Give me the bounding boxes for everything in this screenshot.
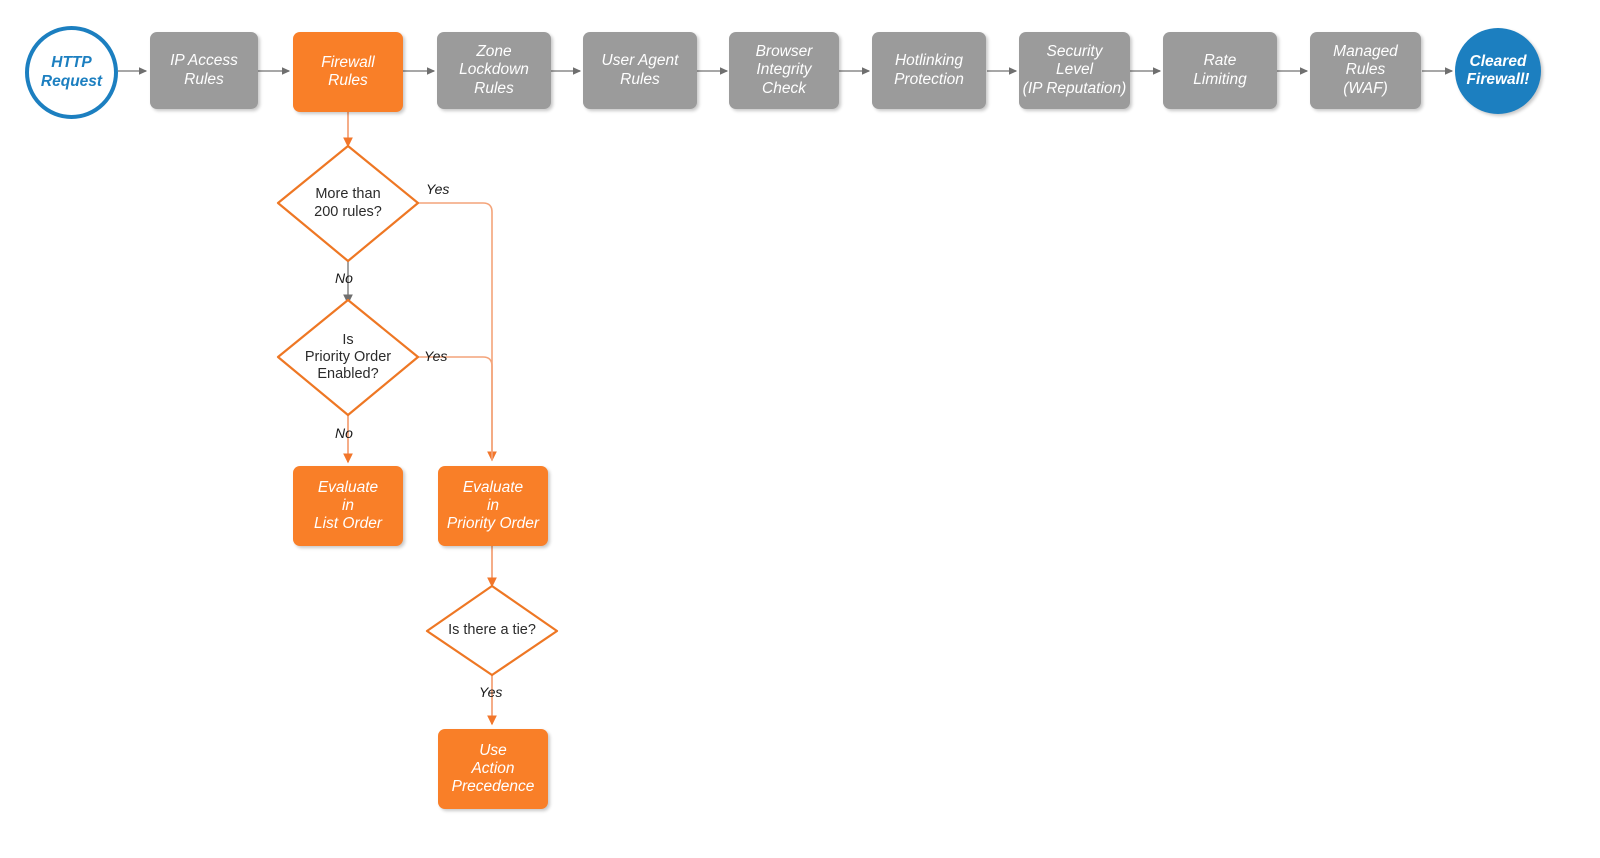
node-security-level[interactable]: Security Level (IP Reputation): [1019, 32, 1130, 109]
node-managed-rules-waf[interactable]: Managed Rules (WAF): [1310, 32, 1421, 109]
node-is-priority-order-enabled[interactable]: Is Priority Order Enabled?: [278, 300, 418, 415]
node-more-than-200-rules[interactable]: More than 200 rules?: [278, 146, 418, 261]
node-security-level-label: Security Level (IP Reputation): [1022, 43, 1127, 97]
edge-label-no-priority-order: No: [335, 425, 353, 441]
node-hotlinking-protection[interactable]: Hotlinking Protection: [872, 32, 986, 109]
node-zone-lockdown-rules[interactable]: Zone Lockdown Rules: [437, 32, 551, 109]
node-rate-limiting-label: Rate Limiting: [1193, 52, 1247, 88]
edge-priority-order-yes: [418, 356, 493, 460]
node-more-than-200-rules-label: More than 200 rules?: [314, 186, 382, 220]
node-is-there-a-tie[interactable]: Is there a tie?: [427, 586, 557, 675]
node-firewall-rules[interactable]: Firewall Rules: [293, 32, 403, 112]
node-use-action-precedence[interactable]: Use Action Precedence: [438, 729, 548, 809]
node-use-action-precedence-label: Use Action Precedence: [451, 741, 535, 796]
edge-label-yes-tie: Yes: [479, 684, 503, 700]
node-cleared-firewall[interactable]: Cleared Firewall!: [1455, 28, 1541, 114]
node-user-agent-rules[interactable]: User Agent Rules: [583, 32, 697, 109]
node-user-agent-rules-label: User Agent Rules: [601, 52, 679, 88]
edge-more-than-200-yes: [418, 202, 497, 462]
edge-label-yes-more-than-200: Yes: [426, 181, 450, 197]
node-http-request-label: HTTP Request: [40, 54, 103, 90]
node-ip-access-rules[interactable]: IP Access Rules: [150, 32, 258, 109]
node-rate-limiting[interactable]: Rate Limiting: [1163, 32, 1277, 109]
node-hotlinking-protection-label: Hotlinking Protection: [894, 52, 964, 88]
edge-label-no-more-than-200: No: [335, 270, 353, 286]
node-evaluate-in-list-order[interactable]: Evaluate in List Order: [293, 466, 403, 546]
node-browser-integrity-check[interactable]: Browser Integrity Check: [729, 32, 839, 109]
node-ip-access-rules-label: IP Access Rules: [170, 52, 238, 88]
node-managed-rules-waf-label: Managed Rules (WAF): [1333, 43, 1398, 97]
node-browser-integrity-check-label: Browser Integrity Check: [755, 43, 813, 97]
edge-label-yes-priority-order: Yes: [424, 348, 448, 364]
node-cleared-firewall-label: Cleared Firewall!: [1466, 52, 1530, 88]
node-firewall-rules-label: Firewall Rules: [321, 53, 375, 89]
node-evaluate-in-priority-order-label: Evaluate in Priority Order: [446, 478, 540, 533]
node-is-there-a-tie-label: Is there a tie?: [448, 621, 536, 638]
node-zone-lockdown-rules-label: Zone Lockdown Rules: [459, 43, 529, 97]
node-evaluate-in-priority-order[interactable]: Evaluate in Priority Order: [438, 466, 548, 546]
node-http-request[interactable]: HTTP Request: [25, 26, 118, 119]
node-evaluate-in-list-order-label: Evaluate in List Order: [313, 478, 383, 533]
node-is-priority-order-enabled-label: Is Priority Order Enabled?: [304, 331, 392, 383]
